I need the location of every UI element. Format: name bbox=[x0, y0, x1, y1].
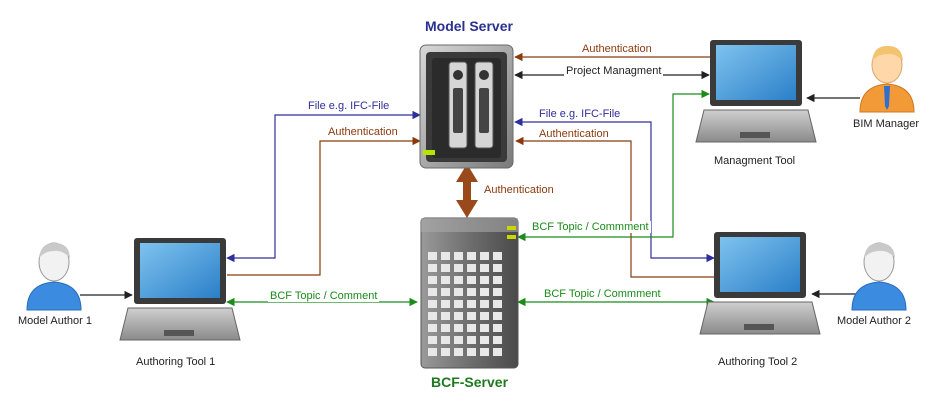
bcf-server-grid-cell bbox=[441, 348, 450, 356]
bcf-server-grid-cell bbox=[493, 336, 502, 344]
bcf-server-grid-cell bbox=[454, 348, 463, 356]
bcf-server-grid-cell bbox=[454, 336, 463, 344]
bcf-server-grid-cell bbox=[454, 276, 463, 284]
edge-label-auth-mgmt: Authentication bbox=[580, 43, 654, 55]
edge-label-auth-left: Authentication bbox=[326, 126, 400, 138]
bcf-server-grid-cell bbox=[480, 288, 489, 296]
bcf-server-grid-cell bbox=[480, 324, 489, 332]
bcf-server-grid-cell bbox=[454, 300, 463, 308]
bcf-server-grid-cell bbox=[454, 264, 463, 272]
bcf-server-grid-cell bbox=[480, 336, 489, 344]
bcf-server-grid-cell bbox=[428, 276, 437, 284]
laptop-authoring-tool-2-icon bbox=[699, 232, 821, 335]
bcf-server-grid-cell bbox=[467, 348, 476, 356]
bcf-server-grid-cell bbox=[480, 264, 489, 272]
label-bim-manager: BIM Manager bbox=[853, 118, 920, 130]
bcf-server-grid-cell bbox=[428, 312, 437, 320]
bcf-server-grid-cell bbox=[493, 264, 502, 272]
label-model-author-2: Model Author 2 bbox=[837, 315, 911, 327]
bcf-server-grid-cell bbox=[428, 348, 437, 356]
edge-label-bcf-right: BCF Topic / Commment bbox=[542, 288, 663, 300]
edge-label-file-left: File e.g. IFC-File bbox=[306, 100, 392, 112]
bcf-server-grid-cell bbox=[441, 264, 450, 272]
bcf-server-grid-cell bbox=[493, 288, 502, 296]
model-server-title: Model Server bbox=[425, 18, 513, 34]
bcf-server-grid-cell bbox=[441, 252, 450, 260]
bcf-server-grid-cell bbox=[441, 276, 450, 284]
person-model-author-1-icon bbox=[26, 242, 82, 311]
bcf-server-grid-cell bbox=[467, 252, 476, 260]
bcf-server-grid-cell bbox=[467, 324, 476, 332]
model-server-icon bbox=[419, 44, 514, 169]
laptop-authoring-tool-1-icon bbox=[119, 238, 241, 341]
bcf-server-grid-cell bbox=[428, 324, 437, 332]
auth-vertical-arrow bbox=[456, 164, 478, 218]
bcf-server-grid-cell bbox=[454, 324, 463, 332]
edge-label-file-right: File e.g. IFC-File bbox=[537, 108, 623, 120]
edge-label-bcf-left: BCF Topic / Comment bbox=[268, 290, 380, 302]
bcf-server-grid-cell bbox=[428, 264, 437, 272]
bcf-server-grid-cell bbox=[493, 300, 502, 308]
bcf-server-grid-cell bbox=[428, 252, 437, 260]
bcf-server-grid-cell bbox=[441, 324, 450, 332]
bcf-server-grid-cell bbox=[454, 312, 463, 320]
bcf-server-grid-cell bbox=[493, 276, 502, 284]
edge-auth-left bbox=[227, 136, 421, 276]
edge-file-left bbox=[226, 110, 421, 263]
edge-label-bcf-mgmt: BCF Topic / Commment bbox=[530, 221, 651, 233]
bcf-server-grid-cell bbox=[428, 288, 437, 296]
laptop-managment-tool-icon bbox=[695, 40, 817, 143]
person-bim-manager-icon bbox=[859, 45, 915, 113]
label-authoring-tool-2: Authoring Tool 2 bbox=[718, 356, 798, 368]
bcf-server-grid-cell bbox=[467, 264, 476, 272]
bcf-server-grid-cell bbox=[454, 252, 463, 260]
bcf-server-grid-cell bbox=[480, 300, 489, 308]
bcf-server-grid-cell bbox=[493, 324, 502, 332]
bcf-server-grid-cell bbox=[467, 312, 476, 320]
person-model-author-2-icon bbox=[851, 242, 907, 311]
bcf-server-grid-cell bbox=[467, 288, 476, 296]
bcf-server-grid-cell bbox=[480, 348, 489, 356]
bcf-server-grid-cell bbox=[441, 300, 450, 308]
bcf-server-grid-cell bbox=[467, 300, 476, 308]
edge-bcf-mgmt bbox=[517, 89, 710, 242]
bcf-server-title: BCF-Server bbox=[431, 374, 509, 390]
bcf-server-grid-cell bbox=[428, 300, 437, 308]
edge-label-project-mgmt: Project Managment bbox=[564, 65, 664, 77]
edge-label-auth-vertical: Authentication bbox=[482, 184, 556, 196]
bcf-server-grid-cell bbox=[493, 312, 502, 320]
bcf-server-grid-cell bbox=[480, 276, 489, 284]
bcf-server-grid-cell bbox=[480, 312, 489, 320]
label-managment-tool: Managment Tool bbox=[714, 155, 796, 167]
bcf-server-grid-cell bbox=[454, 288, 463, 296]
bcf-server-grid-cell bbox=[428, 336, 437, 344]
bcf-server-grid-cell bbox=[480, 252, 489, 260]
edge-auth-right bbox=[515, 136, 716, 278]
bcf-server-grid-cell bbox=[467, 276, 476, 284]
bcf-server-grid-cell bbox=[467, 336, 476, 344]
label-model-author-1: Model Author 1 bbox=[18, 315, 92, 327]
bcf-server-grid-cell bbox=[493, 252, 502, 260]
edge-label-auth-right: Authentication bbox=[537, 128, 611, 140]
bcf-server-grid-cell bbox=[493, 348, 502, 356]
bcf-server-grid-cell bbox=[441, 312, 450, 320]
bcf-server-icon bbox=[420, 217, 519, 369]
bcf-server-grid-cell bbox=[441, 336, 450, 344]
label-authoring-tool-1: Authoring Tool 1 bbox=[136, 356, 216, 368]
bcf-server-grid-cell bbox=[441, 288, 450, 296]
